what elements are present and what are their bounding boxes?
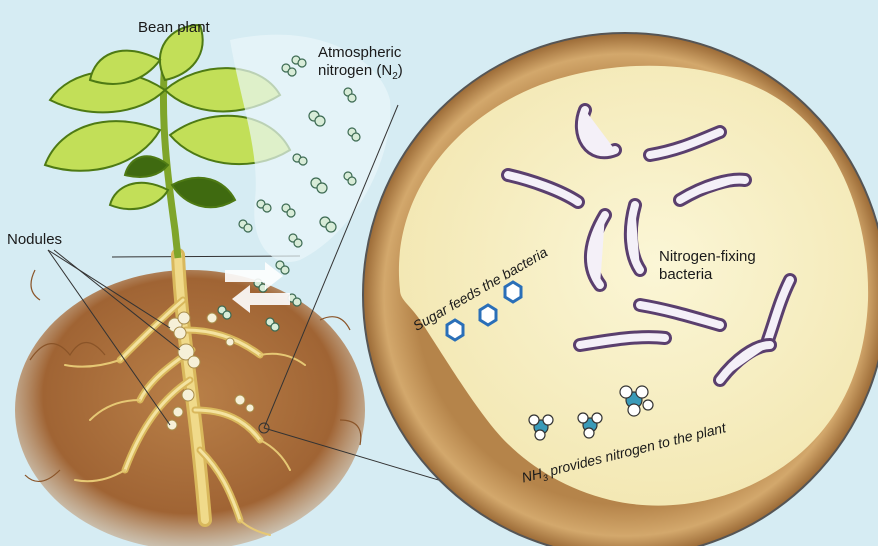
magnified-view (363, 33, 878, 546)
nitrogen-fixing-bacteria-label: Nitrogen-fixing bacteria (659, 248, 756, 284)
bean-plant-label: Bean plant (138, 19, 210, 37)
nodules-label: Nodules (7, 231, 62, 249)
atmospheric-nitrogen-label: Atmospheric nitrogen (N2) (318, 44, 403, 86)
